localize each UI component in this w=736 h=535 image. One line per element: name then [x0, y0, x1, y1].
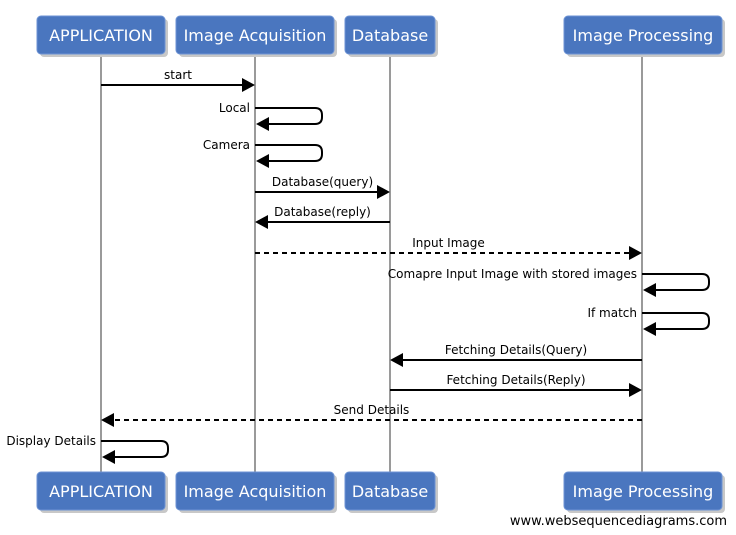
message-10: Fetching Details(Reply) [390, 373, 642, 397]
arrow-head [643, 283, 656, 297]
message-label: Input Image [412, 236, 484, 250]
message-3: Camera [203, 138, 323, 168]
arrow-head [101, 413, 114, 427]
message-label: Send Details [334, 403, 410, 417]
message-11: Send Details [101, 403, 642, 427]
arrow-head [256, 154, 269, 168]
message-12: Display Details [6, 434, 169, 464]
message-label: Database(reply) [274, 205, 371, 219]
arrow-head [255, 215, 268, 229]
arrow-head [102, 450, 115, 464]
participant-label: Database [352, 482, 428, 501]
box-fill [175, 471, 335, 511]
participant-box-app-top: APPLICATION [36, 15, 168, 57]
message-4: Database(query) [255, 175, 390, 199]
message-label: Comapre Input Image with stored images [388, 267, 637, 281]
message-line [101, 440, 169, 458]
lifelines [100, 54, 643, 472]
participant-box-proc-top: Image Processing [563, 15, 725, 57]
participant-label: APPLICATION [49, 482, 153, 501]
message-2: Local [219, 101, 323, 131]
message-label: Fetching Details(Reply) [446, 373, 585, 387]
box-fill [563, 471, 723, 511]
arrow-head [643, 322, 656, 336]
message-line [255, 107, 323, 125]
message-1: start [101, 68, 255, 92]
box-fill [344, 471, 436, 511]
participant-label: Image Processing [573, 26, 714, 45]
participant-box-db-bottom: Database [344, 471, 438, 513]
participant-box-proc-bottom: Image Processing [563, 471, 725, 513]
participant-box-acq-bottom: Image Acquisition [175, 471, 337, 513]
box-fill [36, 471, 166, 511]
message-line [642, 273, 710, 291]
arrow-head [629, 383, 642, 397]
arrow-head [390, 353, 403, 367]
message-label: If match [587, 306, 637, 320]
message-label: Camera [203, 138, 250, 152]
arrow-head [629, 246, 642, 260]
arrow-head [256, 117, 269, 131]
participant-box-app-bottom: APPLICATION [36, 471, 168, 513]
message-line [642, 312, 710, 330]
participant-label: Image Acquisition [184, 482, 327, 501]
message-label: start [164, 68, 192, 82]
message-line [255, 144, 323, 162]
watermark-text: www.websequencediagrams.com [510, 514, 727, 529]
message-9: Fetching Details(Query) [390, 343, 642, 367]
box-fill [175, 15, 335, 55]
message-label: Display Details [6, 434, 96, 448]
arrow-head [377, 185, 390, 199]
arrow-head [242, 78, 255, 92]
message-5: Database(reply) [255, 205, 390, 229]
message-7: Comapre Input Image with stored images [388, 267, 710, 297]
box-fill [36, 15, 166, 55]
message-6: Input Image [255, 236, 642, 260]
participant-label: APPLICATION [49, 26, 153, 45]
participant-label: Image Acquisition [184, 26, 327, 45]
message-label: Local [219, 101, 250, 115]
message-label: Database(query) [272, 175, 373, 189]
participant-box-acq-top: Image Acquisition [175, 15, 337, 57]
box-fill [344, 15, 436, 55]
participant-label: Image Processing [573, 482, 714, 501]
message-8: If match [587, 306, 710, 336]
box-fill [563, 15, 723, 55]
participant-label: Database [352, 26, 428, 45]
participant-box-db-top: Database [344, 15, 438, 57]
message-label: Fetching Details(Query) [445, 343, 587, 357]
